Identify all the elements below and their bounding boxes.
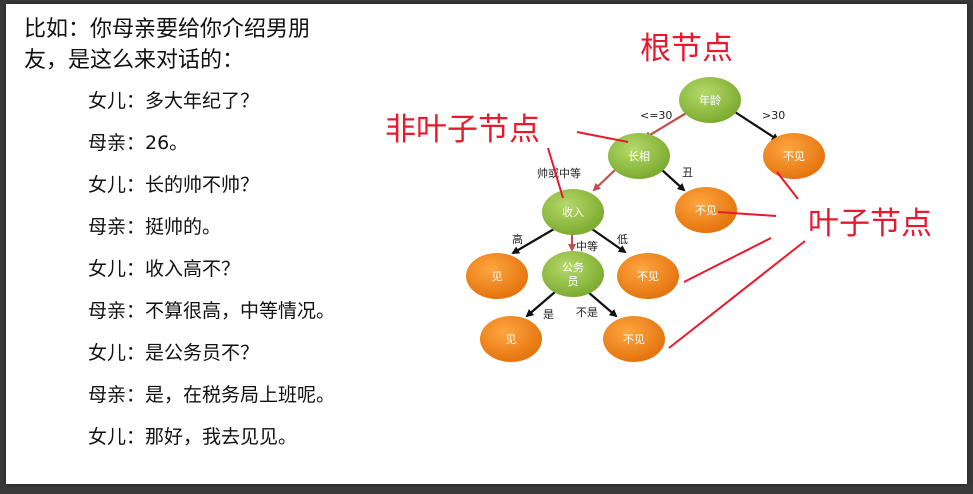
edge-income-reject — [591, 228, 627, 254]
dialogue-line: 女儿：那好，我去见见。 — [88, 426, 298, 448]
pointer-leaf-not-civil — [668, 240, 806, 349]
edge-label-yes: 是 — [543, 308, 554, 321]
dialogue-line: 女儿：是公务员不？ — [88, 342, 260, 364]
edge-label-ugly: 丑 — [682, 166, 693, 179]
edge-label-le30: <=30 — [640, 109, 672, 122]
node-label: 见 — [492, 270, 503, 283]
dialogue-line: 女儿：长的帅不帅？ — [88, 174, 260, 196]
edge-label-low: 低 — [617, 233, 628, 246]
pointer-leaf-low — [683, 237, 772, 283]
annotation-non-leaf-node: 非叶子节点 — [385, 112, 540, 148]
intro-line-1: 比如：你母亲要给你介绍男朋 — [24, 17, 311, 42]
edge-age-reject — [734, 111, 780, 142]
pointer-leaf-old — [776, 171, 799, 200]
node-label: 见 — [506, 333, 517, 346]
slide — [6, 4, 967, 484]
edge-label-no: 不是 — [576, 306, 598, 319]
node-income: 收入 — [542, 189, 604, 235]
edge-label-gt30: >30 — [762, 109, 785, 122]
annotation-root-node: 根节点 — [640, 31, 733, 67]
dialogue-list: 女儿：多大年纪了？ 母亲：26。 女儿：长的帅不帅？ 母亲：挺帅的。 女儿：收入… — [88, 80, 335, 458]
annotation-leaf-node: 叶子节点 — [808, 206, 932, 242]
dialogue-line: 母亲：是，在税务局上班呢。 — [88, 384, 336, 406]
node-label: 不见 — [783, 150, 805, 163]
node-reject-ugly: 不见 — [675, 187, 737, 233]
node-label: 员 — [568, 275, 579, 288]
node-label: 收入 — [562, 205, 584, 219]
node-see-high: 见 — [466, 253, 528, 299]
edge-civil-reject — [587, 291, 618, 318]
pointer-internal-income — [547, 147, 564, 199]
node-looks: 长相 — [608, 133, 670, 179]
edge-label-high: 高 — [512, 232, 523, 246]
pointer-leaf-ugly — [717, 211, 777, 217]
node-label: 年龄 — [699, 93, 721, 107]
node-label: 不见 — [695, 204, 717, 217]
node-civil-servant: 公务 员 — [542, 251, 604, 297]
edge-income-see — [511, 228, 555, 255]
edge-age-looks — [643, 111, 689, 140]
node-label: 不见 — [623, 333, 645, 346]
dialogue-line: 母亲：26。 — [88, 132, 189, 154]
edge-looks-reject — [661, 169, 686, 192]
dialogue-line: 母亲：不算很高，中等情况。 — [88, 300, 336, 322]
intro-line-2: 友，是这么来对话的： — [24, 48, 245, 73]
node-label: 公务 — [562, 261, 584, 274]
node-see-civil: 见 — [480, 316, 542, 362]
edge-label-handsome: 帅或中等 — [537, 166, 581, 180]
dialogue-line: 女儿：多大年纪了？ — [88, 90, 260, 112]
pointer-internal-looks — [576, 131, 629, 143]
node-age: 年龄 — [679, 77, 741, 123]
edge-looks-income — [592, 169, 616, 192]
dialogue-line: 母亲：挺帅的。 — [88, 216, 222, 238]
node-reject-low: 不见 — [617, 253, 679, 299]
node-reject-not-civil: 不见 — [603, 316, 665, 362]
edge-label-medium: 中等 — [576, 239, 598, 253]
dialogue-line: 女儿：收入高不？ — [88, 258, 241, 280]
node-label: 长相 — [628, 150, 650, 163]
edge-civil-see — [525, 291, 556, 318]
node-reject-old: 不见 — [763, 133, 825, 179]
node-label: 不见 — [637, 270, 659, 283]
intro-text: 比如：你母亲要给你介绍男朋 友，是这么来对话的： — [24, 14, 310, 76]
